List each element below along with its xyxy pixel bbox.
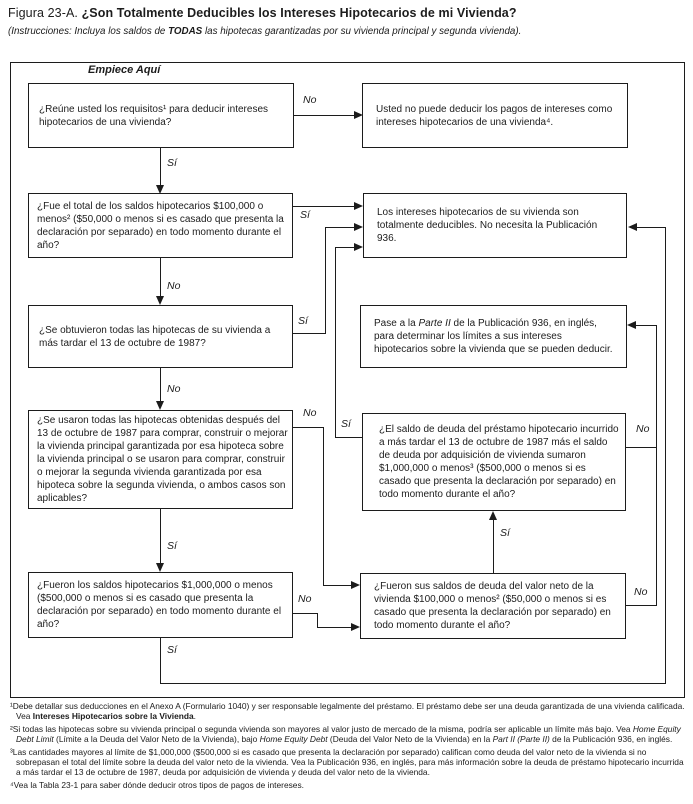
box-q2-balances-100k: ¿Fue el total de los saldos hipotecarios…	[28, 193, 293, 258]
connector-q6-no-segment-v	[317, 613, 318, 627]
connector-q7-no-segment-h	[626, 605, 657, 606]
connector-q2-yes-line	[293, 206, 354, 207]
connector-q6-no-segment-h2	[317, 627, 352, 628]
connector-q5-no-label: No	[636, 423, 650, 435]
connector-q5-yes-arrowhead	[354, 243, 363, 251]
connector-q4-no-arrowhead	[351, 581, 360, 589]
connector-q4-yes-line	[160, 509, 161, 564]
connector-q3-yes-segment-v	[325, 227, 326, 334]
box-q4-used-to-buy-build-improve: ¿Se usaron todas las hipotecas obtenidas…	[28, 410, 293, 509]
connector-q2-no-line	[160, 258, 161, 297]
connector-q6-yes-segment-v2	[665, 227, 666, 684]
footnote-4: ⁴Vea la Tabla 23-1 para saber dónde dedu…	[10, 780, 304, 790]
start-here-label: Empiece Aquí	[88, 64, 161, 76]
connector-q1-no-label: No	[303, 94, 317, 106]
connector-q3-no-arrowhead	[156, 401, 164, 410]
connector-q2-no-label: No	[167, 280, 181, 292]
footnote-1: ¹Debe detallar sus deducciones en el Ane…	[10, 701, 685, 721]
connector-q3-yes-label: Sí	[298, 315, 308, 327]
footnote-3: ³Las cantidades mayores al límite de $1,…	[10, 747, 684, 777]
connector-q1-yes-line	[160, 148, 161, 186]
box-q1-text: ¿Reúne usted los requisitos¹ para deduci…	[39, 103, 269, 128]
connector-q1-yes-arrowhead	[156, 185, 164, 194]
connector-q1-no-line	[294, 115, 354, 116]
connector-q4-no-segment-h2	[323, 585, 352, 586]
figure-instructions: (Instrucciones: Incluya los saldos de TO…	[8, 26, 522, 37]
flowchart-frame	[10, 62, 685, 698]
connector-part2-entry-segment-h	[635, 325, 657, 326]
connector-q4-no-segment-v	[323, 427, 324, 586]
connector-q4-no-segment-h1	[293, 427, 324, 428]
connector-q2-yes-arrowhead	[354, 202, 363, 210]
box-q3-before-oct-1987: ¿Se obtuvieron todas las hipotecas de su…	[28, 305, 293, 368]
box-q7-home-equity-100k: ¿Fueron sus saldos de deuda del valor ne…	[360, 573, 626, 639]
box-q6-balances-1m: ¿Fueron los saldos hipotecarios $1,000,0…	[28, 572, 293, 638]
connector-q3-yes-segment-h1	[293, 333, 326, 334]
box-q6-text: ¿Fueron los saldos hipotecarios $1,000,0…	[37, 580, 282, 630]
box-go-to-part2: Pase a la Parte II de la Publicación 936…	[360, 305, 627, 368]
connector-q4-yes-arrowhead	[156, 563, 164, 572]
box-q5-text: ¿El saldo de deuda del préstamo hipoteca…	[379, 424, 619, 500]
box-fully-deductible: Los intereses hipotecarios de su viviend…	[363, 193, 627, 258]
connector-q7-yes-arrowhead	[489, 511, 497, 520]
connector-q7-yes-line	[493, 519, 494, 573]
connector-q7-no-label: No	[634, 586, 648, 598]
connector-q3-yes-arrowhead	[354, 223, 363, 231]
box-q4-text: ¿Se usaron todas las hipotecas obtenidas…	[37, 415, 288, 504]
footnotes: ¹Debe detallar sus deducciones en el Ane…	[10, 701, 688, 793]
box-cannot-deduct-text: Usted no puede deducir los pagos de inte…	[376, 103, 613, 128]
box-q5-grandfathered-plus-acquisition: ¿El saldo de deuda del préstamo hipoteca…	[362, 413, 626, 511]
figure-title: Figura 23-A. ¿Son Totalmente Deducibles …	[8, 6, 517, 20]
box-q1-meet-requirements: ¿Reúne usted los requisitos¹ para deduci…	[28, 83, 294, 148]
connector-q4-yes-label: Sí	[167, 540, 177, 552]
connector-q5-yes-segment-h2	[335, 247, 355, 248]
footnote-2: ²Si todas las hipotecas sobre su viviend…	[10, 724, 681, 744]
box-go-to-part2-text: Pase a la Parte II de la Publicación 936…	[374, 318, 613, 355]
connector-q6-yes-label: Sí	[167, 644, 177, 656]
connector-q5-yes-label: Sí	[341, 418, 351, 430]
connector-q4-no-label: No	[303, 407, 317, 419]
connector-q6-no-segment-h1	[293, 613, 318, 614]
box-fully-deductible-text: Los intereses hipotecarios de su viviend…	[377, 207, 598, 244]
connector-no-shared-segment-v	[656, 325, 657, 606]
connector-q5-yes-segment-h1	[335, 437, 362, 438]
connector-q3-no-label: No	[167, 383, 181, 395]
connector-q3-yes-segment-h2	[325, 227, 355, 228]
connector-q3-no-line	[160, 368, 161, 402]
box-q3-text: ¿Se obtuvieron todas las hipotecas de su…	[39, 324, 271, 349]
connector-q2-yes-label: Sí	[300, 209, 310, 221]
connector-q2-no-arrowhead	[156, 296, 164, 305]
connector-q6-yes-segment-h2	[636, 227, 665, 228]
connector-part2-arrowhead	[627, 321, 636, 329]
connector-q1-yes-label: Sí	[167, 157, 177, 169]
connector-q1-no-arrowhead	[354, 111, 363, 119]
connector-q5-yes-segment-v	[335, 247, 336, 438]
connector-q6-yes-arrowhead	[628, 223, 637, 231]
connector-q6-no-label: No	[298, 593, 312, 605]
connector-q6-no-arrowhead	[351, 623, 360, 631]
connector-q6-yes-segment-h1	[160, 683, 666, 684]
box-q2-text: ¿Fue el total de los saldos hipotecarios…	[37, 200, 284, 251]
connector-q6-yes-segment-v1	[160, 638, 161, 684]
connector-q7-yes-label: Sí	[500, 527, 510, 539]
box-q7-text: ¿Fueron sus saldos de deuda del valor ne…	[374, 581, 611, 631]
box-cannot-deduct: Usted no puede deducir los pagos de inte…	[362, 83, 628, 148]
connector-q5-no-segment-h	[626, 447, 657, 448]
